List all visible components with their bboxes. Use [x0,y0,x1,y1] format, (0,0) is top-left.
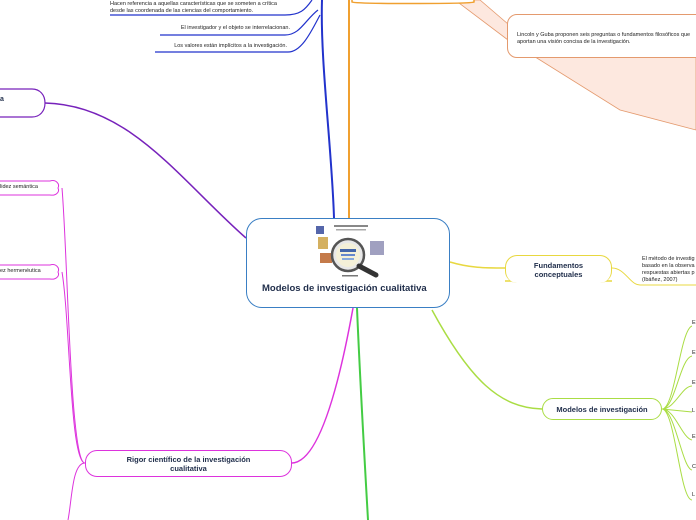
magenta-connector [291,307,354,464]
hermeneutica-fragment: ez hermenéutica [0,268,41,274]
left-node-fragment: a [0,96,4,103]
node-fundamentos-label: Fundamentos conceptuales [533,260,584,279]
semantica-fragment: lidez semántica [0,184,38,190]
model-stub-4[interactable]: E [692,434,696,440]
note-top-1: Hacen referencia a aquellas característi… [110,1,277,14]
lime-branches [661,325,693,501]
node-modelos[interactable]: Modelos de investigación [542,398,662,420]
node-fundamentos[interactable]: Fundamentos conceptuales [505,255,612,283]
central-title: Modelos de investigación cualitativa [262,283,427,294]
model-stub-1[interactable]: E [692,350,696,356]
magenta-left-branch [61,187,86,520]
green-connector [356,307,369,520]
navy-connector [320,0,335,219]
model-stub-6[interactable]: L [692,492,696,498]
purple-connector [44,102,247,239]
navy-note-line-3 [155,14,321,53]
node-rigor-label: Rigor científico de la investigación cua… [126,454,251,473]
model-stub-5[interactable]: C [692,464,696,470]
node-modelos-label: Modelos de investigación [556,404,648,414]
orange-top-box [351,0,475,5]
lime-connector [431,309,543,410]
lincoln-note-text: Lincoln y Guba proponen seis preguntas o… [517,32,691,45]
magenta-cloud-1 [0,180,59,196]
note-top-3: Los valores están implícitos a la invest… [174,43,287,49]
navy-note-line-2 [160,9,319,36]
model-stub-0[interactable]: E [692,320,696,326]
navy-note-line-1 [110,0,313,16]
lincoln-note-box[interactable] [507,14,696,58]
yellow-connector [449,261,506,269]
model-stub-2[interactable]: E [692,380,696,386]
yellow-note-line [611,267,696,286]
fundamentos-note: El método de investig basado en la obser… [642,256,695,283]
model-stub-3[interactable]: L [692,408,696,414]
node-rigor[interactable]: Rigor científico de la investigación cua… [85,450,292,477]
magenta-cloud-2 [0,264,59,280]
magnifier-image [314,223,390,279]
note-top-2: El investigador y el objeto se interrela… [180,25,290,31]
purple-node-outline [0,88,46,118]
